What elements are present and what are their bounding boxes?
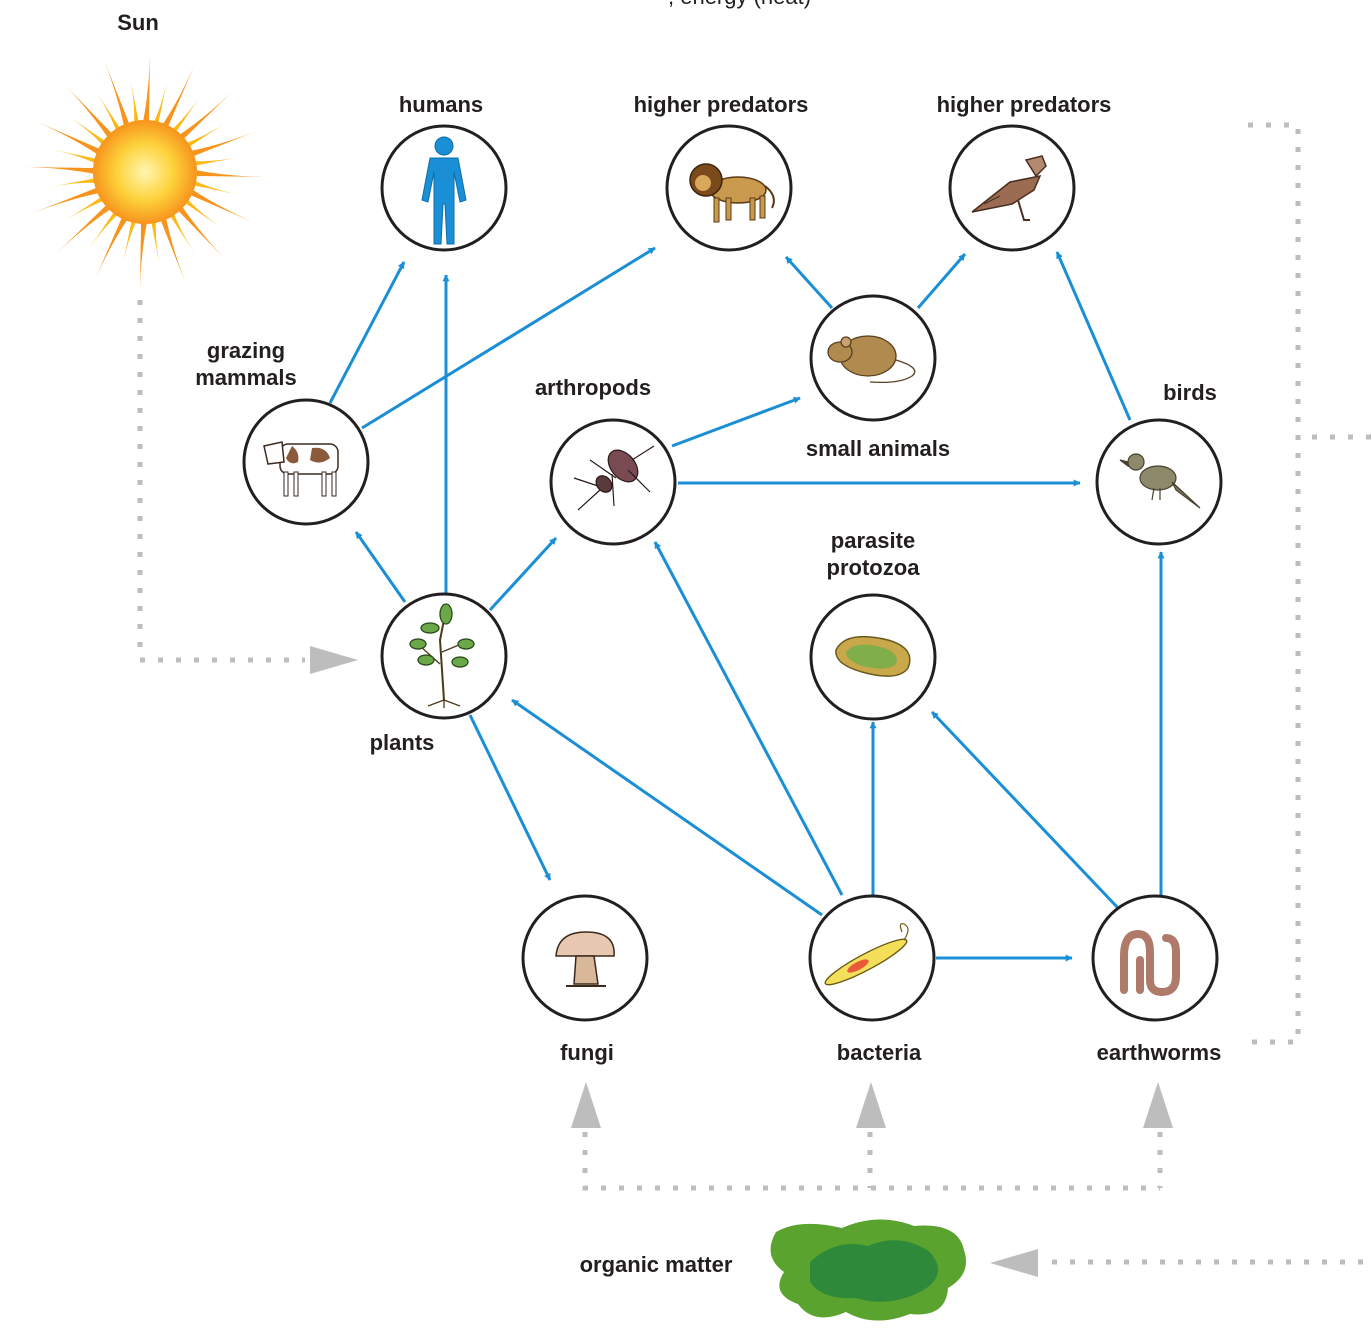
arrow-bacteria-to-arthropods — [653, 541, 844, 896]
organic-matter-label: organic matter — [580, 1252, 733, 1277]
cow-icon — [263, 441, 339, 497]
energy-paths — [137, 122, 1372, 1277]
energy-arrowhead-bacteria — [856, 1082, 886, 1128]
grazing-label-line1: grazing — [207, 338, 285, 363]
protozoa-icon — [835, 635, 911, 677]
earthworms-label: earthworms — [1097, 1040, 1222, 1065]
sun-ray — [17, 166, 104, 176]
hawk-label: higher predators — [937, 92, 1112, 117]
node-small-animals: small animals — [806, 294, 950, 461]
sun-ray — [171, 85, 240, 146]
arrow-small-animals-to-hawk — [916, 253, 967, 309]
sun-ray — [149, 74, 169, 132]
fungi-label: fungi — [560, 1040, 614, 1065]
energy-arrowhead-earthworms — [1143, 1082, 1173, 1128]
header-fragment: , energy (heat) — [668, 0, 811, 9]
arrow-birds-to-hawk — [1055, 251, 1132, 421]
sun-ray — [86, 204, 125, 253]
organic-matter: organic matter — [580, 1219, 966, 1321]
arrow-bacteria-to-plants — [511, 698, 823, 917]
node-birds: birds — [1095, 380, 1223, 546]
hawk-icon — [971, 155, 1047, 221]
sun-ray — [177, 192, 226, 231]
energy-arrowhead-plants — [310, 646, 358, 674]
node-fungi: fungi — [521, 894, 649, 1065]
arrow-plants-to-fungi — [468, 714, 552, 881]
energy-arrowhead-organic — [990, 1249, 1038, 1277]
arrow-plants-to-arthropods — [488, 536, 558, 612]
energy-path-right-loop — [1248, 122, 1301, 1045]
sun: Sun — [17, 10, 273, 300]
node-plants: plants — [370, 592, 508, 755]
arthropods-label: arthropods — [535, 375, 651, 400]
mushroom-icon — [555, 931, 615, 987]
sun-ray — [141, 44, 151, 131]
node-higher-predators-hawk: higher predators — [937, 92, 1112, 252]
sun-ray — [171, 198, 232, 267]
bacteria-label: bacteria — [837, 1040, 922, 1065]
humans-label: humans — [399, 92, 483, 117]
energy-path-organic-base — [582, 1132, 1160, 1191]
sun-ray — [177, 119, 231, 152]
plant-icon — [409, 603, 475, 708]
small-animals-label: small animals — [806, 436, 950, 461]
bird-icon — [1119, 453, 1201, 509]
sun-ray — [50, 198, 119, 259]
energy-path-sun-to-plants — [137, 300, 305, 663]
sun-ray — [186, 168, 273, 178]
lion-icon — [689, 163, 775, 223]
arrow-plants-to-grazing-mammals — [354, 531, 407, 603]
sun-ray — [92, 86, 125, 140]
birds-label: birds — [1163, 380, 1217, 405]
sun-label: Sun — [117, 10, 159, 35]
sun-ray — [185, 176, 243, 196]
sun-ray — [157, 209, 190, 293]
sun-ray — [47, 148, 105, 168]
feeding-arrows — [328, 246, 1165, 962]
sun-ray — [165, 204, 198, 258]
arrow-small-animals-to-lion — [784, 255, 834, 310]
protozoa-label-line1: parasite — [831, 528, 915, 553]
beetle-icon — [573, 445, 655, 511]
plants-label: plants — [370, 730, 435, 755]
sun-ray — [182, 127, 266, 160]
arrow-grazing-to-humans — [328, 261, 406, 404]
human-figure-icon — [421, 136, 467, 245]
sun-ray — [100, 51, 133, 135]
arrow-grazing-to-lion — [361, 246, 656, 430]
arrow-arthropods-to-small-animals — [671, 396, 801, 448]
node-grazing-mammals: grazing mammals — [195, 338, 370, 526]
node-earthworms: earthworms — [1091, 894, 1222, 1065]
sun-ray — [58, 77, 119, 146]
sun-ray — [24, 184, 108, 217]
bacterium-icon — [824, 923, 909, 986]
sun-ray — [121, 212, 141, 270]
node-humans: humans — [380, 92, 508, 252]
sun-ray — [165, 91, 204, 140]
mouse-icon — [827, 335, 916, 384]
grazing-label-line2: mammals — [195, 365, 297, 390]
node-higher-predators-lion: higher predators — [634, 92, 809, 252]
earthworm-icon — [1120, 929, 1180, 997]
sun-icon — [17, 44, 273, 300]
lion-label: higher predators — [634, 92, 809, 117]
sun-ray — [64, 113, 113, 152]
protozoa-label-line2: protozoa — [827, 555, 921, 580]
node-arthropods: arthropods — [535, 375, 677, 546]
sun-ray — [139, 213, 149, 300]
arrow-earthworms-to-protozoa — [930, 710, 1120, 910]
node-parasite-protozoa: parasite protozoa — [809, 528, 937, 721]
energy-arrowhead-fungi — [571, 1082, 601, 1128]
sun-ray — [59, 192, 113, 225]
node-bacteria: bacteria — [808, 894, 936, 1065]
organic-matter-blob-icon — [770, 1219, 966, 1321]
